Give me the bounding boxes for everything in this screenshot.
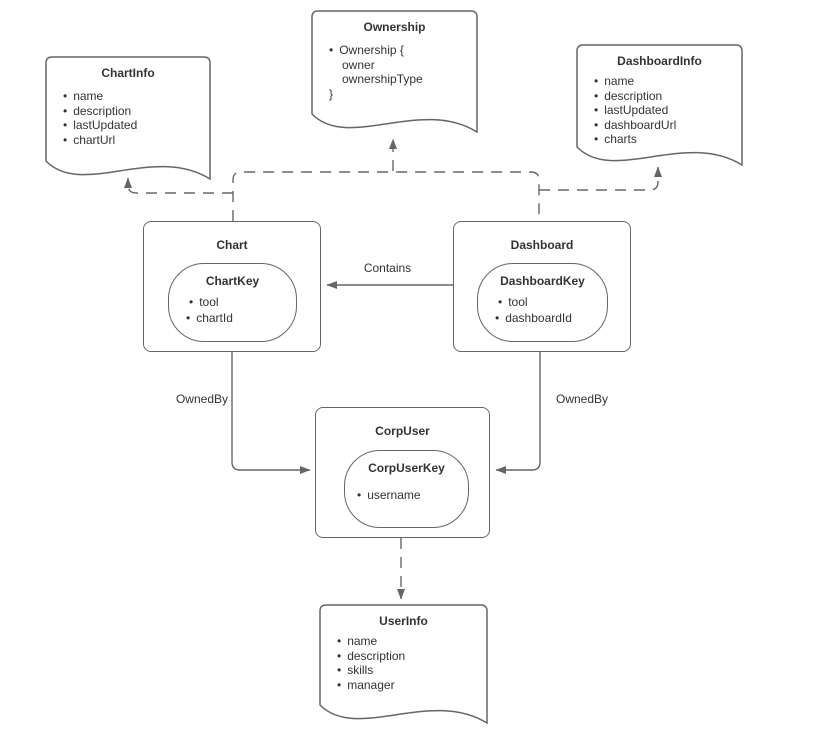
dashboard-key: DashboardKey tool dashboardId — [477, 263, 608, 342]
field: name — [337, 634, 487, 649]
edge-to-dashboard-info — [539, 166, 662, 191]
field: name — [594, 74, 742, 89]
field: manager — [337, 678, 487, 693]
field: dashboardId — [495, 310, 607, 326]
dashboard-key-fields: tool dashboardId — [478, 294, 607, 326]
ownership-document-shape — [311, 10, 478, 134]
edge-aspects-bus — [232, 171, 540, 221]
dashboard-info-title: DashboardInfo — [617, 54, 702, 68]
struct-line: owner — [342, 57, 375, 72]
field: chartId — [186, 310, 296, 326]
chart-info-fields: name description lastUpdated chartUrl — [46, 89, 210, 147]
chart-owned-by-edge-label: OwnedBy — [175, 392, 228, 406]
edge-chart-owned-by — [231, 352, 311, 474]
node-corp-user: CorpUser CorpUserKey username — [315, 407, 490, 538]
struct-line: ownershipType — [342, 72, 423, 87]
field: tool — [186, 294, 296, 310]
contains-edge-label: Contains — [363, 261, 412, 275]
field: lastUpdated — [594, 103, 742, 118]
chart-key-fields: tool chartId — [169, 294, 296, 326]
field: username — [357, 487, 468, 503]
field: chartUrl — [63, 133, 210, 148]
dashboard-key-title: DashboardKey — [500, 274, 585, 288]
chart-key: ChartKey tool chartId — [168, 263, 297, 342]
field: lastUpdated — [63, 118, 210, 133]
edge-to-chart-info — [124, 177, 233, 194]
field: dashboardUrl — [594, 118, 742, 133]
user-info-title: UserInfo — [379, 614, 428, 628]
node-dashboard-info: DashboardInfo name description lastUpdat… — [576, 44, 743, 174]
struct-line: } — [329, 86, 334, 101]
field: skills — [337, 663, 487, 678]
chart-title: Chart — [216, 238, 248, 252]
node-chart-info: ChartInfo name description lastUpdated c… — [45, 56, 211, 188]
node-dashboard: Dashboard DashboardKey tool dashboardId — [453, 221, 631, 352]
dashboard-owned-by-edge-label: OwnedBy — [556, 392, 609, 406]
ownership-struct: Ownership { owner ownershipType } — [312, 43, 477, 101]
dashboard-info-fields: name description lastUpdated dashboardUr… — [577, 74, 742, 147]
field: description — [337, 649, 487, 664]
corp-user-key-title: CorpUserKey — [368, 461, 445, 475]
node-chart: Chart ChartKey tool chartId — [143, 221, 321, 352]
field: description — [594, 89, 742, 104]
node-ownership: Ownership Ownership { owner ownershipTyp… — [311, 10, 478, 141]
field: tool — [495, 294, 607, 310]
chart-info-title: ChartInfo — [101, 66, 155, 80]
field: charts — [594, 132, 742, 147]
field: description — [63, 104, 210, 119]
ownership-title: Ownership — [363, 20, 426, 34]
field: name — [63, 89, 210, 104]
chart-key-title: ChartKey — [205, 274, 260, 288]
struct-line: Ownership { — [329, 43, 477, 58]
corp-user-key-fields: username — [345, 487, 468, 503]
corp-user-title: CorpUser — [375, 424, 430, 438]
user-info-fields: name description skills manager — [320, 634, 487, 692]
node-user-info: UserInfo name description skills manager — [319, 604, 488, 732]
dashboard-title: Dashboard — [510, 238, 574, 252]
corp-user-key: CorpUserKey username — [344, 450, 469, 528]
edge-dashboard-owned-by — [495, 352, 541, 474]
